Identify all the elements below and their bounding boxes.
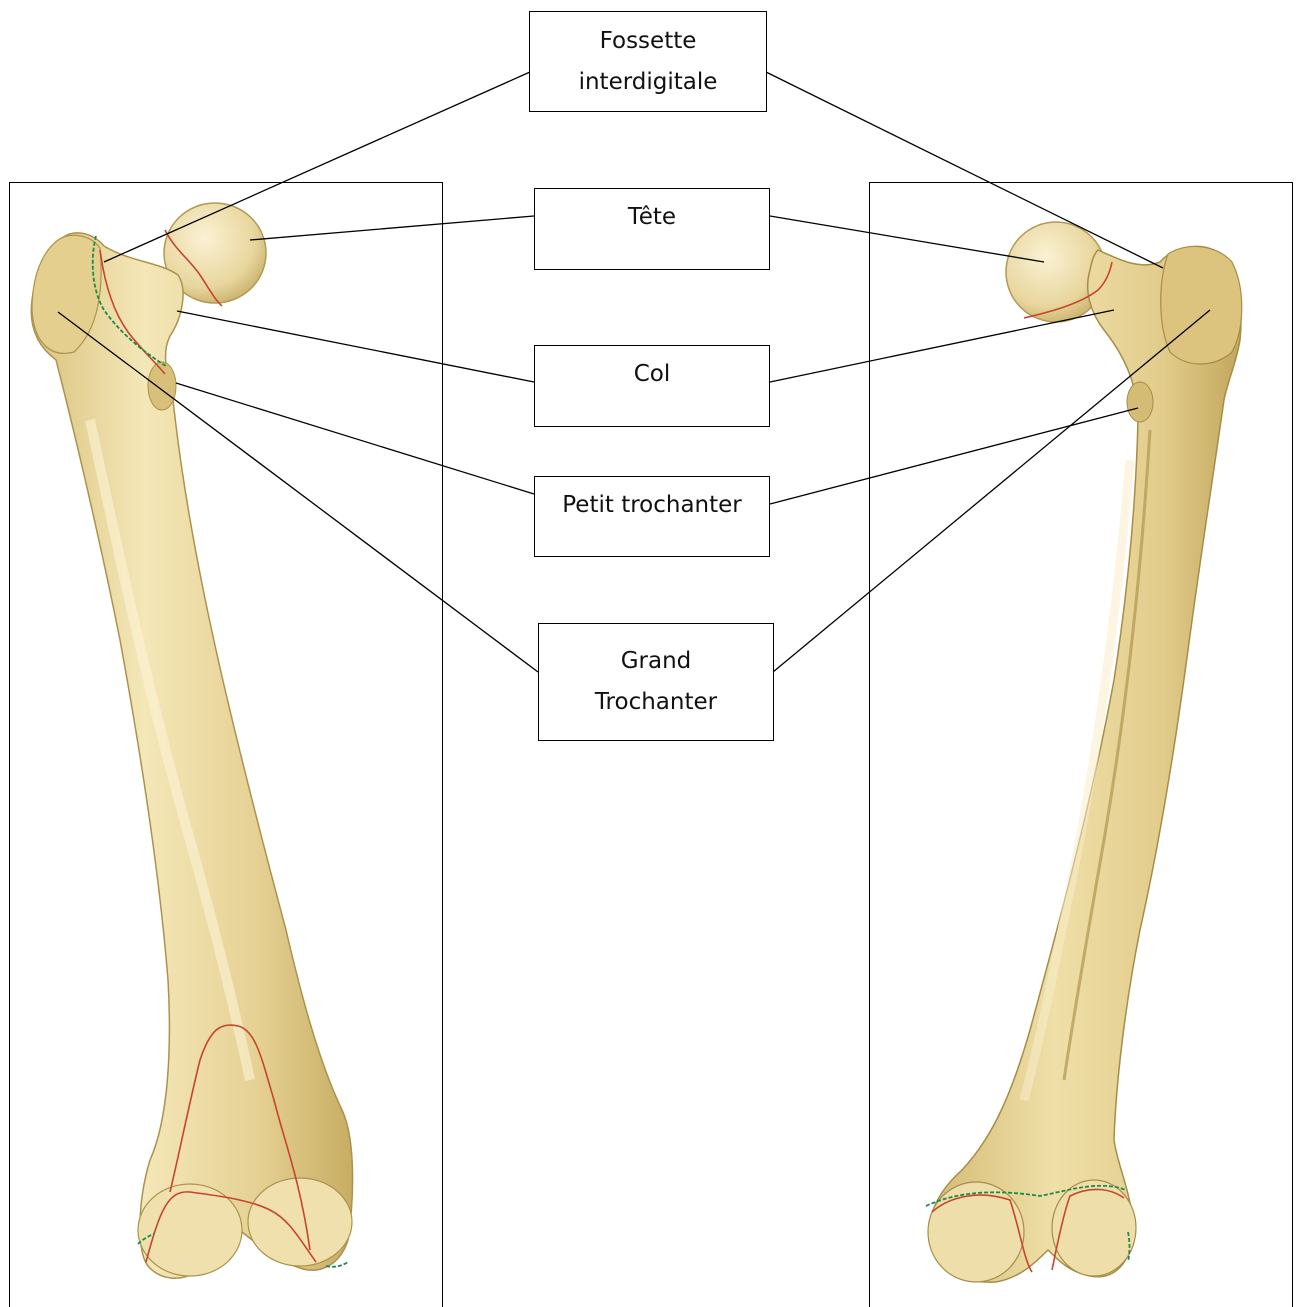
leader-petit-trochanter-left (176, 383, 534, 494)
leader-tete-right (770, 216, 1044, 262)
label-fossette-line-2: interdigitale (579, 62, 718, 103)
label-fossette-interdigitale: Fossette interdigitale (529, 11, 767, 112)
label-col-text: Col (634, 354, 671, 395)
leader-col-left (177, 311, 534, 382)
leader-petit-trochanter-right (770, 408, 1138, 504)
right-lateral-condyle (928, 1182, 1024, 1282)
left-femur (31, 203, 352, 1278)
left-femur-body (31, 233, 352, 1278)
right-lesser-trochanter (1127, 382, 1153, 422)
leader-col-right (770, 310, 1114, 382)
leader-tete-left (250, 216, 534, 240)
label-fossette-line-1: Fossette (579, 21, 718, 62)
label-tete-text: Tête (628, 197, 676, 238)
right-femur (926, 222, 1242, 1282)
right-femur-body (929, 246, 1241, 1282)
leader-fossette-right (766, 72, 1163, 268)
label-grand-trochanter: Grand Trochanter (538, 623, 774, 741)
label-grand-trochanter-line-1: Grand (595, 641, 717, 682)
left-lesser-trochanter (148, 362, 176, 410)
label-tete: Tête (534, 188, 770, 270)
left-medial-condyle (248, 1178, 352, 1266)
right-greater-trochanter (1161, 246, 1242, 364)
label-petit-trochanter-text: Petit trochanter (562, 485, 742, 526)
label-col: Col (534, 345, 770, 427)
label-petit-trochanter: Petit trochanter (534, 476, 770, 557)
right-medial-condyle (1052, 1180, 1136, 1276)
label-grand-trochanter-line-2: Trochanter (595, 682, 717, 723)
leader-fossette-left (104, 72, 530, 262)
